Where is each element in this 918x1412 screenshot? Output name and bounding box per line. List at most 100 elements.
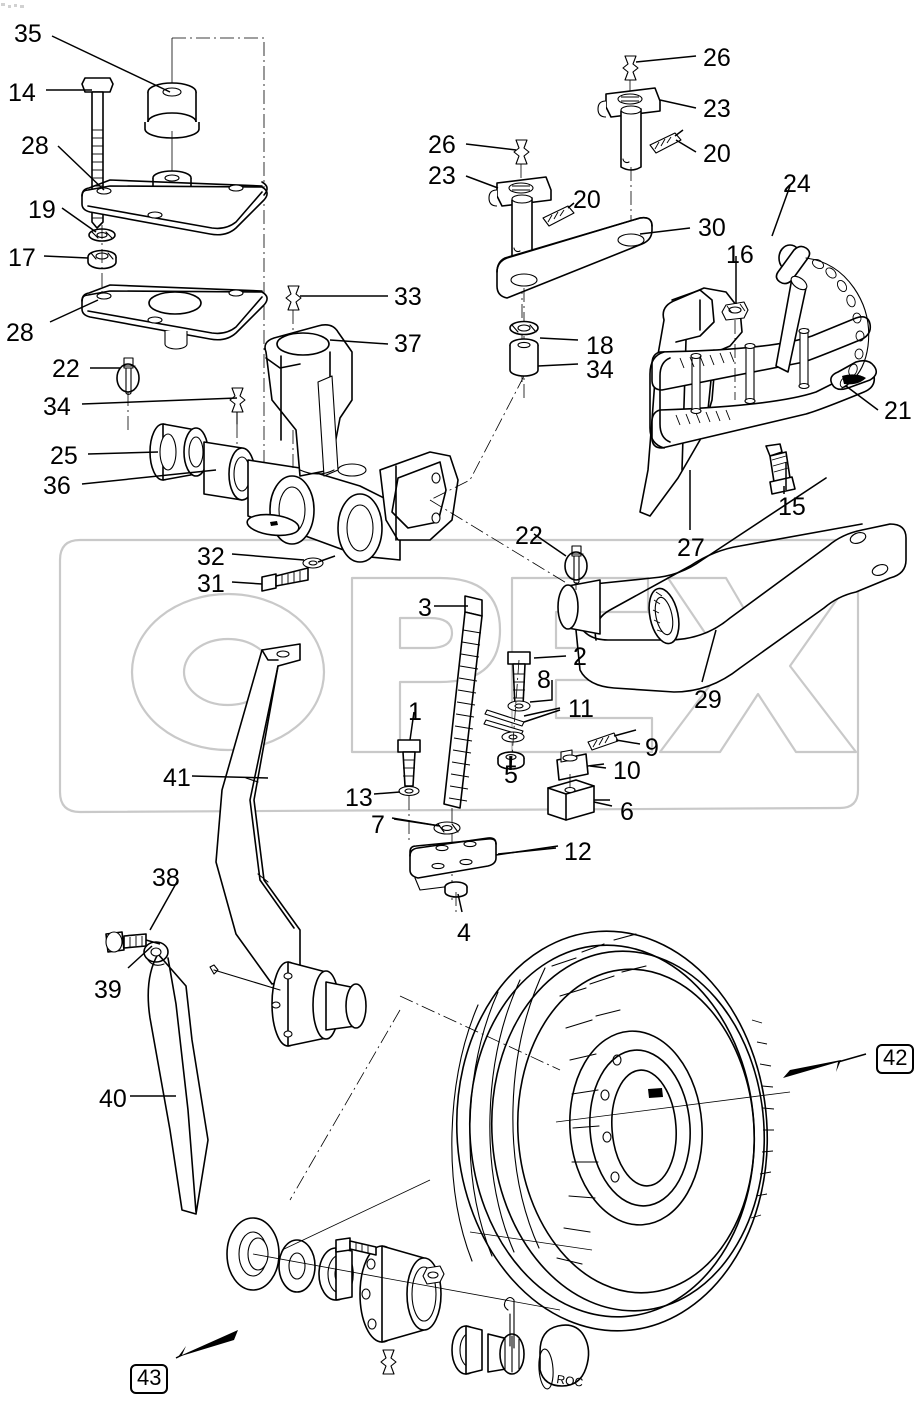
- part-34-bushing: [509, 338, 539, 377]
- part-16-nut: [721, 301, 749, 321]
- callout-15: 15: [778, 493, 806, 521]
- callout-39: 39: [94, 976, 122, 1004]
- part-20-spring-clip-a: [542, 205, 575, 227]
- part-2-bolt: [507, 651, 531, 707]
- callout-36: 36: [43, 472, 71, 500]
- part-20-pin-a: [511, 194, 533, 260]
- part-hub-grease-nipple: [380, 1349, 397, 1375]
- part-22-lynch-pin-right: [564, 545, 588, 584]
- part-hub-cap: ROC: [538, 1324, 590, 1390]
- callout-38: 38: [152, 864, 180, 892]
- part-37-bracket: [264, 324, 353, 477]
- callout-35: 35: [14, 20, 42, 48]
- callout-19: 19: [28, 196, 56, 224]
- part-12-mount-plate: [409, 837, 497, 891]
- callout-20: 20: [703, 140, 731, 168]
- part-hub-nut: [422, 1265, 445, 1285]
- callout-10: 10: [613, 757, 641, 785]
- part-40-tine-lower: [147, 953, 209, 1215]
- callout-27: 27: [677, 534, 705, 562]
- callout-13: 13: [345, 784, 373, 812]
- callout-32: 32: [197, 543, 225, 571]
- callout-9: 9: [645, 734, 659, 762]
- part-31-bolt: [261, 567, 309, 592]
- part-axle-housing: [149, 423, 459, 563]
- part-27-support-bracket: [639, 287, 743, 517]
- callout-17: 17: [8, 244, 36, 272]
- part-30-link-bar: [496, 216, 653, 299]
- part-11-cotter-pins: [483, 709, 525, 736]
- part-32-washer: [302, 557, 324, 569]
- hub-cap-text: ROC: [556, 1372, 585, 1390]
- part-4-nut: [444, 881, 468, 898]
- callout-26: 26: [703, 44, 731, 72]
- callout-25: 25: [50, 442, 78, 470]
- callout-24: 24: [783, 170, 811, 198]
- part-39-bushing: [143, 941, 169, 966]
- callout-34: 34: [43, 393, 71, 421]
- part-5-washer-nut: [497, 731, 525, 770]
- part-42-wheel-tire: [451, 930, 775, 1332]
- callout-6: 6: [620, 798, 634, 826]
- part-9-spring-clip: [587, 732, 619, 751]
- callout-14: 14: [8, 79, 36, 107]
- callout-18: 18: [586, 332, 614, 360]
- part-38-bolt: [105, 931, 147, 953]
- part-8-washer: [507, 700, 531, 712]
- callout-11: 11: [568, 695, 594, 723]
- callout-5: 5: [504, 761, 518, 789]
- part-6-block: [547, 779, 595, 821]
- boxed-callout-43: 43: [130, 1364, 169, 1394]
- callout-30: 30: [698, 214, 726, 242]
- callout-1: 1: [408, 698, 422, 726]
- part-21-strap-bars: [649, 316, 878, 449]
- part-24-hitch-pin: [775, 244, 811, 373]
- callout-31: 31: [197, 570, 225, 598]
- boxed-callout-42: 42: [876, 1044, 915, 1074]
- callout-2: 2: [573, 643, 587, 671]
- callout-22: 22: [52, 355, 80, 383]
- callout-12: 12: [564, 838, 592, 866]
- callout-37: 37: [394, 330, 422, 358]
- callout-26: 26: [428, 131, 456, 159]
- part-hub-stud-bolt: [335, 1237, 377, 1256]
- callout-33: 33: [394, 283, 422, 311]
- part-20-pin-b: [620, 105, 642, 171]
- callout-34: 34: [586, 356, 614, 384]
- part-22-lynch-pin-left: [116, 357, 140, 395]
- part-41-tine-upper: [215, 643, 301, 985]
- callout-4: 4: [457, 919, 471, 947]
- callout-8: 8: [537, 666, 551, 694]
- callout-23: 23: [428, 162, 456, 190]
- leader-lines: [43, 35, 879, 1097]
- callout-22: 22: [515, 522, 543, 550]
- callout-21: 21: [884, 397, 912, 425]
- part-1-bolt: [397, 739, 421, 787]
- callout-23: 23: [703, 95, 731, 123]
- part-34-grease-nipple-left: [229, 387, 246, 425]
- callout-41: 41: [163, 764, 191, 792]
- corner-artifact: [1, 3, 24, 8]
- part-24-chain: [805, 257, 870, 389]
- part-29-swing-arm: [557, 477, 907, 693]
- part-23-clamp-a: [488, 176, 552, 207]
- callout-28: 28: [6, 319, 34, 347]
- part-15-bolt: [765, 443, 796, 495]
- callout-16: 16: [726, 241, 754, 269]
- part-20-spring-clip-b: [649, 132, 682, 154]
- callout-7: 7: [371, 811, 385, 839]
- part-18-washer: [509, 320, 539, 336]
- callout-29: 29: [694, 686, 722, 714]
- part-28-plate-upper: [81, 179, 268, 236]
- part-43-hub-kit: ROC: [226, 1217, 590, 1390]
- part-26-grease-nipple-b: [622, 55, 639, 81]
- callout-20: 20: [573, 186, 601, 214]
- part-35-bushing-upper: [144, 82, 200, 139]
- callout-3: 3: [418, 594, 432, 622]
- part-26-grease-nipple-a: [513, 139, 530, 165]
- part-7-washer: [433, 821, 461, 835]
- callout-28: 28: [21, 132, 49, 160]
- part-10-bracket: [556, 749, 589, 781]
